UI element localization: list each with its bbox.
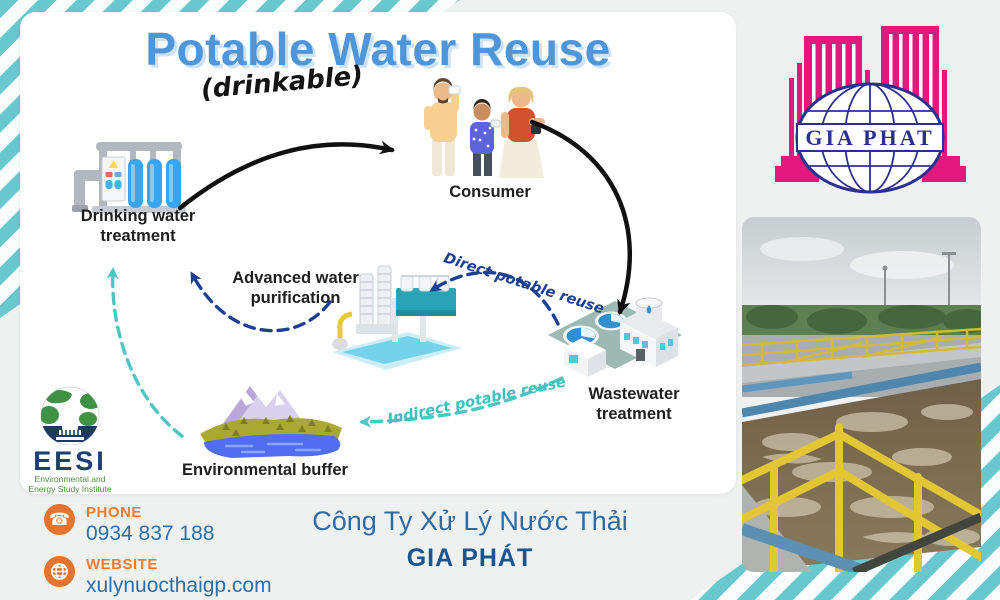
- eesi-logo: EESI Environmental and Energy Study Inst…: [28, 386, 112, 494]
- company-name-line1: Công Ty Xử Lý Nước Thải: [312, 506, 628, 536]
- contact-block: ☎ PHONE 0934 837 188 WEBSI: [44, 504, 272, 600]
- contact-website: WEBSITE xulynuocthaigp.com: [44, 556, 272, 598]
- eesi-tagline-2: Energy Study Institute: [28, 484, 111, 494]
- environmental-buffer-label: Environmental buffer: [182, 461, 348, 479]
- arrow-drinking-to-consumer: [177, 140, 395, 211]
- advanced-purification-label: Advanced water purification: [232, 269, 359, 308]
- contact-phone: ☎ PHONE 0934 837 188: [44, 504, 272, 546]
- company-name: Công Ty Xử Lý Nước Thải GIA PHÁT: [270, 506, 670, 573]
- consumer-illustration: [424, 78, 545, 178]
- drinking-water-treatment-illustration: [72, 142, 186, 213]
- website-label: WEBSITE: [86, 556, 158, 573]
- page-title: Potable Water Reuse: [145, 23, 611, 75]
- drinking-water-treatment-label: Drinking water treatment: [80, 207, 196, 246]
- environmental-buffer-illustration: [200, 386, 342, 458]
- wastewater-treatment-illustration: [548, 297, 682, 377]
- diagram-card: Potable Water Reuse (drinkable): [20, 12, 736, 494]
- consumer-label: Consumer: [449, 183, 531, 201]
- gia-phat-logo: GIA PHAT: [775, 26, 966, 194]
- indirect-potable-reuse-label: Indirect potable reuse: [386, 374, 568, 428]
- phone-label: PHONE: [86, 504, 142, 521]
- company-name-line2: GIA PHÁT: [406, 544, 534, 572]
- direct-potable-reuse-label: Direct potable reuse: [441, 250, 606, 318]
- eesi-acronym: EESI: [33, 446, 107, 476]
- plant-photo-graphic: [742, 217, 981, 572]
- arrow-buffer-to-drinking: [106, 267, 184, 438]
- wastewater-treatment-label: Wastewater treatment: [588, 385, 680, 424]
- phone-number: 0934 837 188: [86, 522, 215, 545]
- gia-phat-logo-text: GIA PHAT: [805, 125, 934, 150]
- globe-icon: [44, 556, 75, 587]
- wastewater-plant-photo: [742, 217, 981, 572]
- phone-icon: ☎: [44, 504, 75, 535]
- eesi-tagline-1: Environmental and: [35, 474, 106, 484]
- website-url[interactable]: xulynuocthaigp.com: [86, 574, 272, 597]
